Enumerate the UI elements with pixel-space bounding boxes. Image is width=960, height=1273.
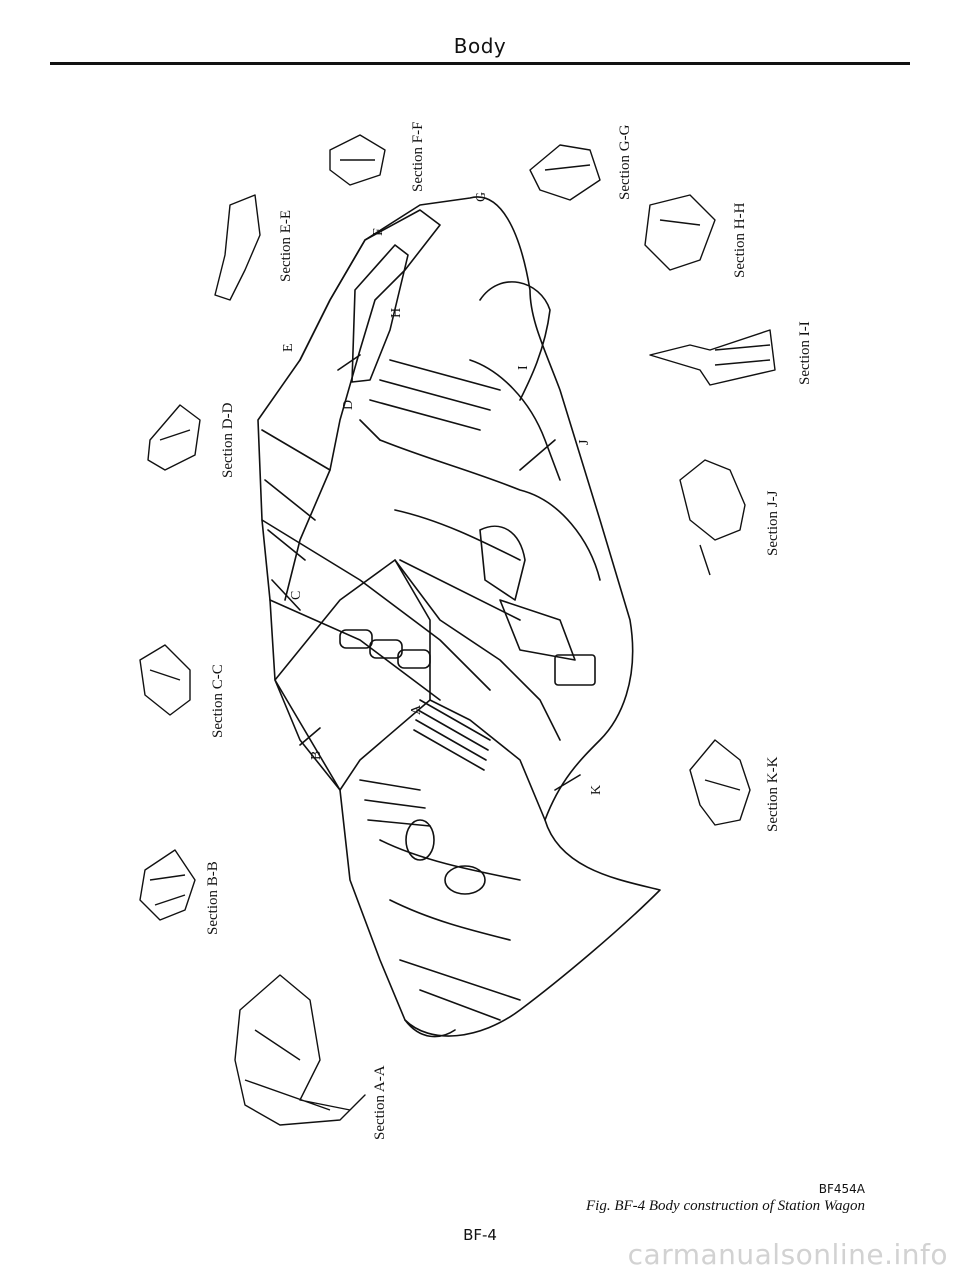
marker-h: H <box>389 308 404 318</box>
section-b-b-sketch <box>139 849 196 921</box>
section-k-k-label: Section K-K <box>765 756 781 832</box>
section-e-e-label: Section E-E <box>278 209 294 282</box>
marker-b: B <box>309 751 324 760</box>
marker-c: C <box>289 591 304 600</box>
section-b-b-label: Section B-B <box>205 861 221 935</box>
section-h-h-sketch <box>644 194 716 271</box>
marker-f: F <box>371 228 386 236</box>
marker-d: D <box>341 400 356 410</box>
figure-code: BF454A <box>818 1182 865 1196</box>
rear-wheel-house <box>479 281 551 401</box>
marker-g: G <box>474 192 489 202</box>
marker-k: K <box>589 785 604 795</box>
rear-window-frame <box>351 244 409 383</box>
marker-j: J <box>577 439 592 445</box>
page-number: BF-4 <box>463 1226 497 1244</box>
section-e-e-sketch <box>214 194 261 301</box>
section-c-c-sketch <box>139 644 191 716</box>
section-d-d-sketch <box>147 404 201 471</box>
section-h-h-label: Section H-H <box>732 202 748 278</box>
section-a-a-sketch <box>234 974 366 1126</box>
marker-e: E <box>281 343 296 352</box>
section-i-i-sketch <box>649 329 776 386</box>
marker-a: A <box>409 704 424 715</box>
body-shell-outline <box>257 196 661 1037</box>
marker-i: I <box>516 365 531 370</box>
section-k-k-sketch <box>689 739 751 826</box>
figure-caption: Fig. BF-4 Body construction of Station W… <box>585 1198 865 1214</box>
section-j-j-sketch <box>679 459 746 576</box>
section-f-f-sketch <box>329 134 386 186</box>
page-title: Body <box>453 34 507 58</box>
section-f-f-label: Section F-F <box>410 121 426 192</box>
section-g-g-sketch <box>529 144 601 201</box>
header-rule <box>50 62 910 65</box>
section-g-g-label: Section G-G <box>617 124 633 200</box>
section-j-j-label: Section J-J <box>765 490 781 556</box>
section-d-d-label: Section D-D <box>220 402 236 478</box>
watermark: carmanualsonline.info <box>627 1238 948 1271</box>
section-a-a-label: Section A-A <box>372 1065 388 1140</box>
section-i-i-label: Section I-I <box>797 321 813 385</box>
roof-panel <box>284 209 441 601</box>
section-c-c-label: Section C-C <box>210 664 226 738</box>
